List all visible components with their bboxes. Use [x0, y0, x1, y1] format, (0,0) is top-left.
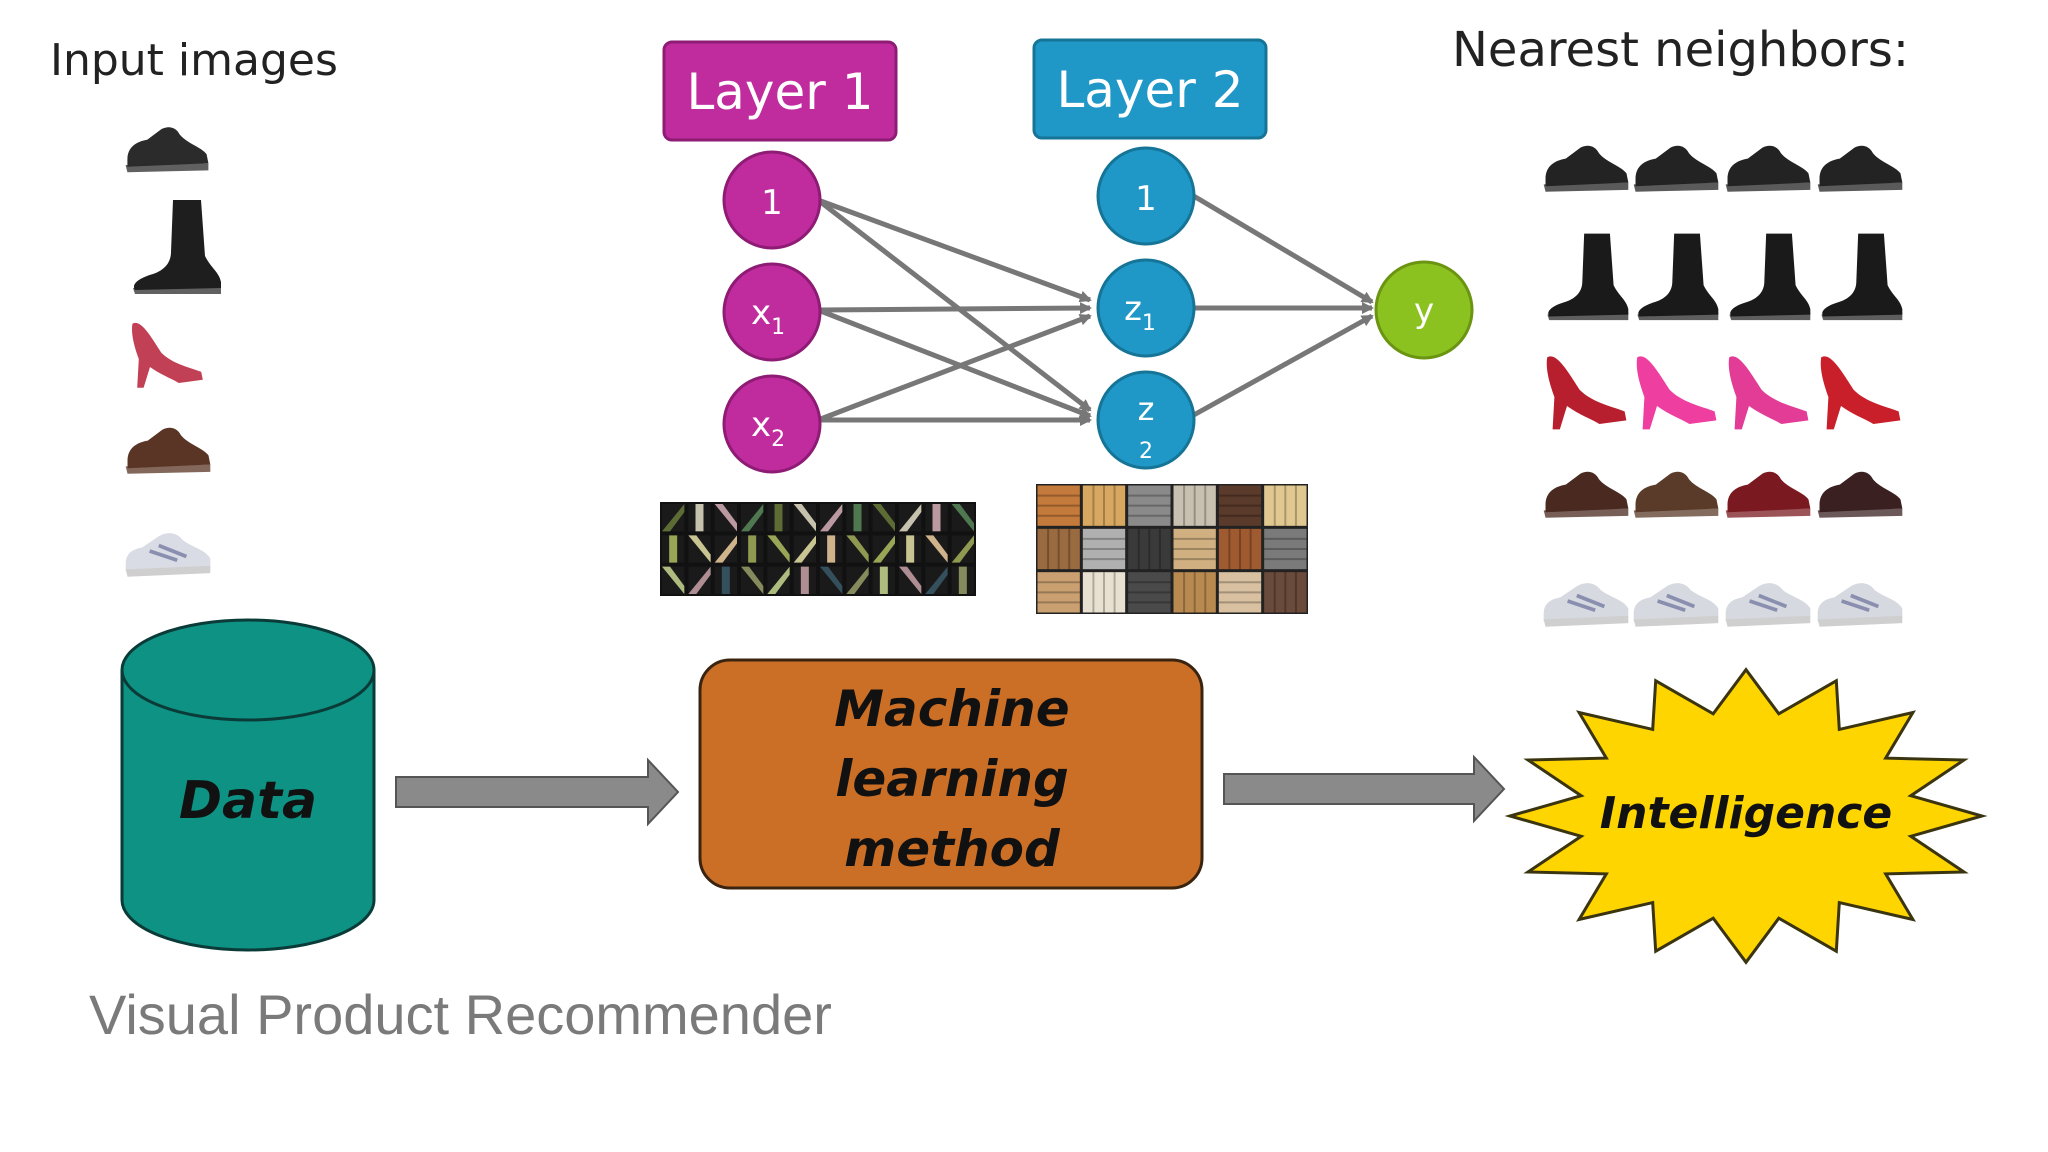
layer2-node-z2: z 2 [1096, 370, 1196, 470]
layer2-node-z1-subscript: 1 [1142, 311, 1156, 336]
neighbor-shoe-1-4 [1817, 145, 1903, 192]
layer1-node-x2: x2 [722, 374, 822, 474]
neighbor-shoe-1-2 [1633, 145, 1719, 192]
layer1-node-x2-label: x [751, 405, 771, 445]
layer1-node-bias-label: 1 [761, 183, 783, 223]
layer1-node-x2-subscript: 2 [771, 427, 785, 452]
input-image-running-shoe [126, 533, 211, 577]
neighbor-shoe-4-2 [1633, 471, 1719, 518]
neighbor-shoe-3-1 [1546, 356, 1627, 430]
neighbor-shoe-2-1 [1547, 233, 1629, 321]
neighbor-shoe-5-2 [1634, 583, 1719, 627]
neighbor-shoe-4-4 [1817, 471, 1903, 518]
neighbor-shoe-3-3 [1728, 356, 1809, 430]
layer1-node-x1-label: x [751, 293, 771, 333]
svg-text:x2: x2 [751, 405, 785, 452]
nearest-neighbors-grid [1543, 145, 1903, 627]
layer1-header: Layer 1 [662, 40, 898, 142]
layer1-label: Layer 1 [686, 63, 873, 121]
neighbor-shoe-5-4 [1818, 583, 1903, 627]
layer2-node-z2-label: z [1138, 390, 1155, 428]
neighbor-shoe-3-4 [1820, 356, 1901, 430]
layer1-node-bias: 1 [722, 150, 822, 250]
data-label: Data [179, 771, 317, 831]
neighbor-shoe-4-1 [1543, 471, 1629, 518]
layer1-filter-grid [660, 502, 976, 596]
intelligence-label: Intelligence [1600, 788, 1892, 839]
method-line-1: Machine [834, 680, 1069, 738]
layer2-label: Layer 2 [1056, 61, 1243, 119]
neighbor-shoe-2-3 [1729, 233, 1811, 321]
output-node-label: y [1414, 291, 1434, 331]
neighbor-shoe-5-1 [1544, 583, 1629, 627]
arrow-method-to-intelligence [1223, 754, 1506, 824]
nearest-neighbors-title: Nearest neighbors: [1452, 22, 1909, 78]
neighbor-shoe-1-3 [1725, 145, 1811, 192]
method-line-2: learning [835, 750, 1069, 808]
layer2-header: Layer 2 [1032, 38, 1268, 140]
arrow-data-to-method [395, 757, 680, 827]
input-images-title: Input images [50, 35, 338, 86]
layer2-node-z1-label: z [1124, 289, 1142, 329]
neighbor-shoe-5-3 [1726, 583, 1811, 627]
data-cylinder: Data [120, 618, 376, 952]
neighbor-shoe-2-4 [1821, 233, 1903, 321]
layer2-filter-grid [1036, 484, 1308, 614]
neighbor-shoe-4-3 [1725, 471, 1811, 518]
slide-caption: Visual Product Recommender [89, 983, 832, 1046]
neighbor-shoe-3-2 [1636, 356, 1717, 430]
layer1-node-x1: x1 [722, 262, 822, 362]
layer2-node-z2-subscript: 2 [1139, 439, 1153, 464]
input-image-boot [133, 200, 221, 294]
input-image-loafer [125, 427, 211, 474]
output-node-y: y [1374, 260, 1474, 360]
layer2-node-z1: z1 [1096, 258, 1196, 358]
neighbor-shoe-2-2 [1637, 233, 1719, 321]
svg-text:x1: x1 [751, 293, 785, 340]
layer2-node-bias-label: 1 [1135, 179, 1157, 219]
ml-method-box: Machine learning method [698, 658, 1204, 890]
layer1-node-x1-subscript: 1 [771, 315, 785, 340]
neighbor-shoe-1-1 [1543, 145, 1629, 192]
method-line-3: method [844, 820, 1061, 878]
input-image-sneaker [125, 127, 209, 173]
network-edges [816, 192, 1374, 426]
input-image-heel [131, 322, 203, 388]
layer2-node-bias: 1 [1096, 146, 1196, 246]
intelligence-starburst: Intelligence [1504, 667, 1988, 965]
svg-text:z1: z1 [1124, 289, 1156, 336]
